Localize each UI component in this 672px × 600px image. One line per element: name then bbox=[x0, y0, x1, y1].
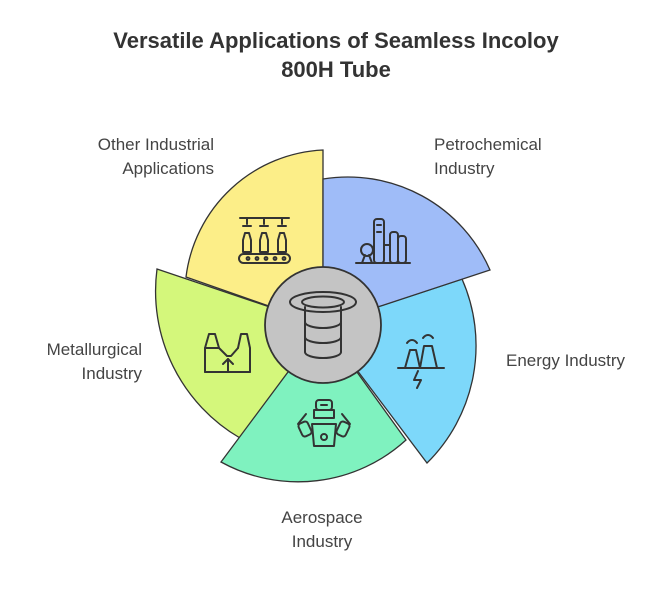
title-line-2: 800H Tube bbox=[281, 57, 391, 82]
label-energy-line-1: Energy Industry bbox=[506, 351, 626, 370]
conveyor-bottling-icon bbox=[238, 217, 291, 264]
label-metallurgical-line-2: Industry bbox=[81, 364, 142, 383]
label-metallurgical-line-1: Metallurgical bbox=[46, 340, 142, 359]
label-other-line-2: Applications bbox=[122, 159, 214, 178]
label-aerospace: Aerospace Industry bbox=[232, 506, 412, 554]
label-petrochemical-line-1: Petrochemical bbox=[434, 135, 542, 154]
tube-icon bbox=[289, 291, 357, 359]
refinery-icon bbox=[355, 218, 411, 264]
title-line-1: Versatile Applications of Seamless Incol… bbox=[113, 28, 559, 53]
segment-aerospace-wedge bbox=[220, 323, 407, 483]
label-aerospace-line-2: Industry bbox=[291, 532, 353, 551]
label-other: Other Industrial Applications bbox=[40, 133, 214, 181]
label-metallurgical: Metallurgical Industry bbox=[0, 338, 142, 386]
label-other-line-1: Other Industrial bbox=[97, 135, 214, 154]
label-energy: Energy Industry bbox=[506, 349, 625, 373]
power-plant-icon bbox=[397, 334, 445, 389]
diagram-title: Versatile Applications of Seamless Incol… bbox=[60, 26, 612, 84]
segment-aerospace bbox=[220, 323, 407, 483]
label-aerospace-line-1: Aerospace bbox=[281, 508, 363, 527]
label-petrochemical: Petrochemical Industry bbox=[434, 133, 542, 181]
rocket-engine-icon bbox=[297, 399, 351, 447]
label-petrochemical-line-2: Industry bbox=[434, 159, 495, 178]
factory-icon bbox=[204, 333, 251, 373]
center-hub bbox=[264, 266, 382, 384]
